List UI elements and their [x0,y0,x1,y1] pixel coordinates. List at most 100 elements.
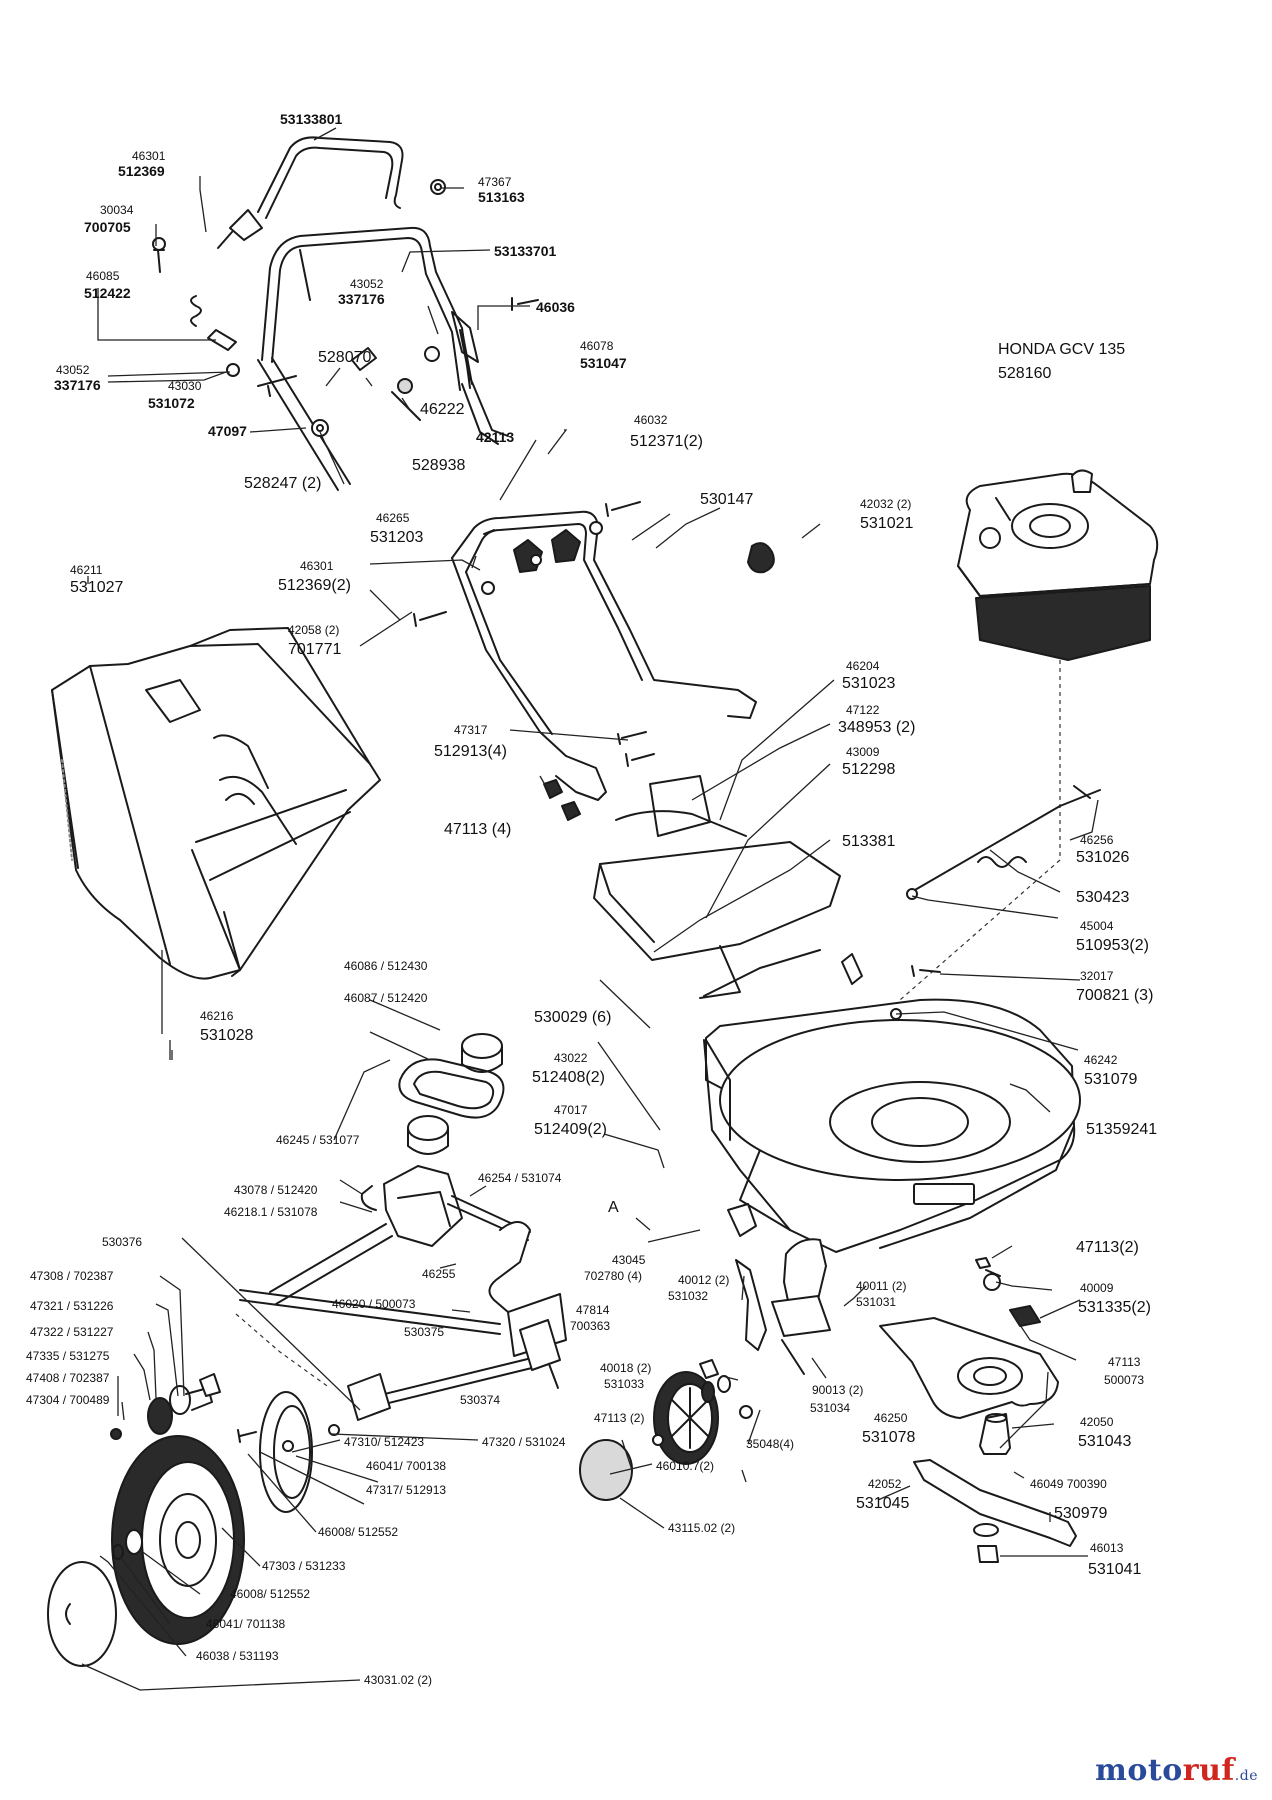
rear-axle [235,1289,561,1421]
label-531335: 531335(2) [1078,1299,1151,1316]
label-348953: 348953 (2) [838,719,915,736]
label-528070: 528070 [318,349,371,366]
deck-rear-guide [975,1257,1001,1277]
label-531021: 531021 [860,515,913,532]
label-46265: 46265 [376,511,410,525]
label-engine-part: 528160 [998,365,1051,382]
label-43052-a: 43052 [350,277,384,291]
bolts-handle [413,501,775,821]
wheel-rim-plate [259,1391,313,1513]
pulley-belt [398,1033,505,1155]
label-45004: 45004 [1080,919,1114,933]
label-531079: 531079 [1084,1071,1137,1088]
gearbox [269,1165,531,1305]
upper-handle [217,136,404,249]
handle-bar-lower-left [257,357,351,491]
label-531034: 531034 [810,1401,850,1415]
engine-mount-line [899,660,1061,1001]
label-40012: 40012 (2) [678,1273,729,1287]
front-wheel [579,1371,753,1501]
label-530423: 530423 [1076,889,1129,906]
label-engine-name: HONDA GCV 135 [998,341,1125,358]
label-512409: 512409(2) [534,1121,607,1138]
label-46204: 46204 [846,659,880,673]
label-46020: 46020 / 500073 [332,1297,416,1311]
label-700705: 700705 [84,219,131,235]
label-43031: 43031.02 (2) [364,1673,432,1687]
label-47317: 47317 [454,723,488,737]
label-46008-b: 46008/ 512552 [230,1587,310,1601]
cable-adjuster [451,311,479,385]
label-46250: 46250 [874,1411,908,1425]
engine-honda-gcv135 [957,469,1159,661]
label-46008-a: 46008/ 512552 [318,1525,398,1539]
label-531072: 531072 [148,395,195,411]
label-513163: 513163 [478,189,525,205]
label-46222: 46222 [420,401,465,418]
label-500073: 500073 [1104,1373,1144,1387]
label-30034: 30034 [100,203,134,217]
label-46256: 46256 [1080,833,1114,847]
label-47303: 47303 / 531233 [262,1559,346,1573]
label-531031: 531031 [856,1295,896,1309]
label-531203: 531203 [370,529,423,546]
label-47335: 47335 / 531275 [26,1349,110,1363]
label-512913: 512913(4) [434,743,507,760]
label-47304: 47304 / 700489 [26,1393,110,1407]
label-42058: 42058 (2) [288,623,339,637]
label-35048: 35048(4) [746,1437,794,1451]
label-46301-upper: 46301 [132,149,166,163]
label-46013: 46013 [1090,1541,1124,1555]
label-512371: 512371(2) [630,433,703,450]
label-47317-b: 47317/ 512913 [366,1483,446,1497]
label-531023: 531023 [842,675,895,692]
label-530979: 530979 [1054,1505,1107,1522]
label-40011: 40011 (2) [856,1279,906,1293]
rear-gear-stack [110,1373,340,1443]
label-43115: 43115.02 (2) [668,1521,735,1535]
label-47322: 47322 / 531227 [30,1325,114,1339]
label-43022: 43022 [554,1051,588,1065]
label-47308: 47308 / 702387 [30,1269,114,1283]
label-531026: 531026 [1076,849,1129,866]
handle-knobs [513,529,581,573]
label-513381: 513381 [842,833,895,850]
label-531043: 531043 [1078,1433,1131,1450]
label-32017: 32017 [1080,969,1114,983]
blade-fan [979,1413,1011,1455]
small-hardware-upper [152,179,539,437]
label-42050: 42050 [1080,1415,1114,1429]
blade-bolt [973,1523,999,1563]
label-47814: 47814 [576,1303,610,1317]
label-528247: 528247 (2) [244,475,321,492]
label-46041-b: 46041/ 701138 [206,1617,286,1631]
brand-watermark: motoruf.de [1095,1753,1258,1788]
label-701771: 701771 [288,641,341,658]
label-512408: 512408(2) [532,1069,605,1086]
label-43030: 43030 [168,379,202,393]
label-90013: 90013 (2) [812,1383,863,1397]
grass-catcher [51,627,381,980]
label-700363: 700363 [570,1319,610,1333]
label-46032: 46032 [634,413,668,427]
label-43045: 43045 [612,1253,646,1267]
label-47113-2a: 47113(2) [1076,1239,1139,1256]
label-46218: 46218.1 / 531078 [224,1205,318,1219]
label-40009: 40009 [1080,1281,1114,1295]
label-702780: 702780 (4) [584,1269,642,1283]
label-46254: 46254 / 531074 [478,1171,562,1185]
label-512369-lower: 512369(2) [278,577,351,594]
label-46211: 46211 [70,563,103,577]
label-46078: 46078 [580,339,614,353]
label-47097: 47097 [208,423,247,439]
lower-handle [451,510,757,801]
label-46301-lower: 46301 [300,559,334,573]
mower-blade [913,1459,1077,1547]
label-47122: 47122 [846,703,880,717]
label-47408: 47408 / 702387 [26,1371,110,1385]
label-46087: 46087 / 512420 [344,991,428,1005]
label-531078-deck: 531078 [862,1429,915,1446]
label-46036: 46036 [536,299,575,315]
label-531033: 531033 [604,1377,644,1391]
label-531047: 531047 [580,355,627,371]
